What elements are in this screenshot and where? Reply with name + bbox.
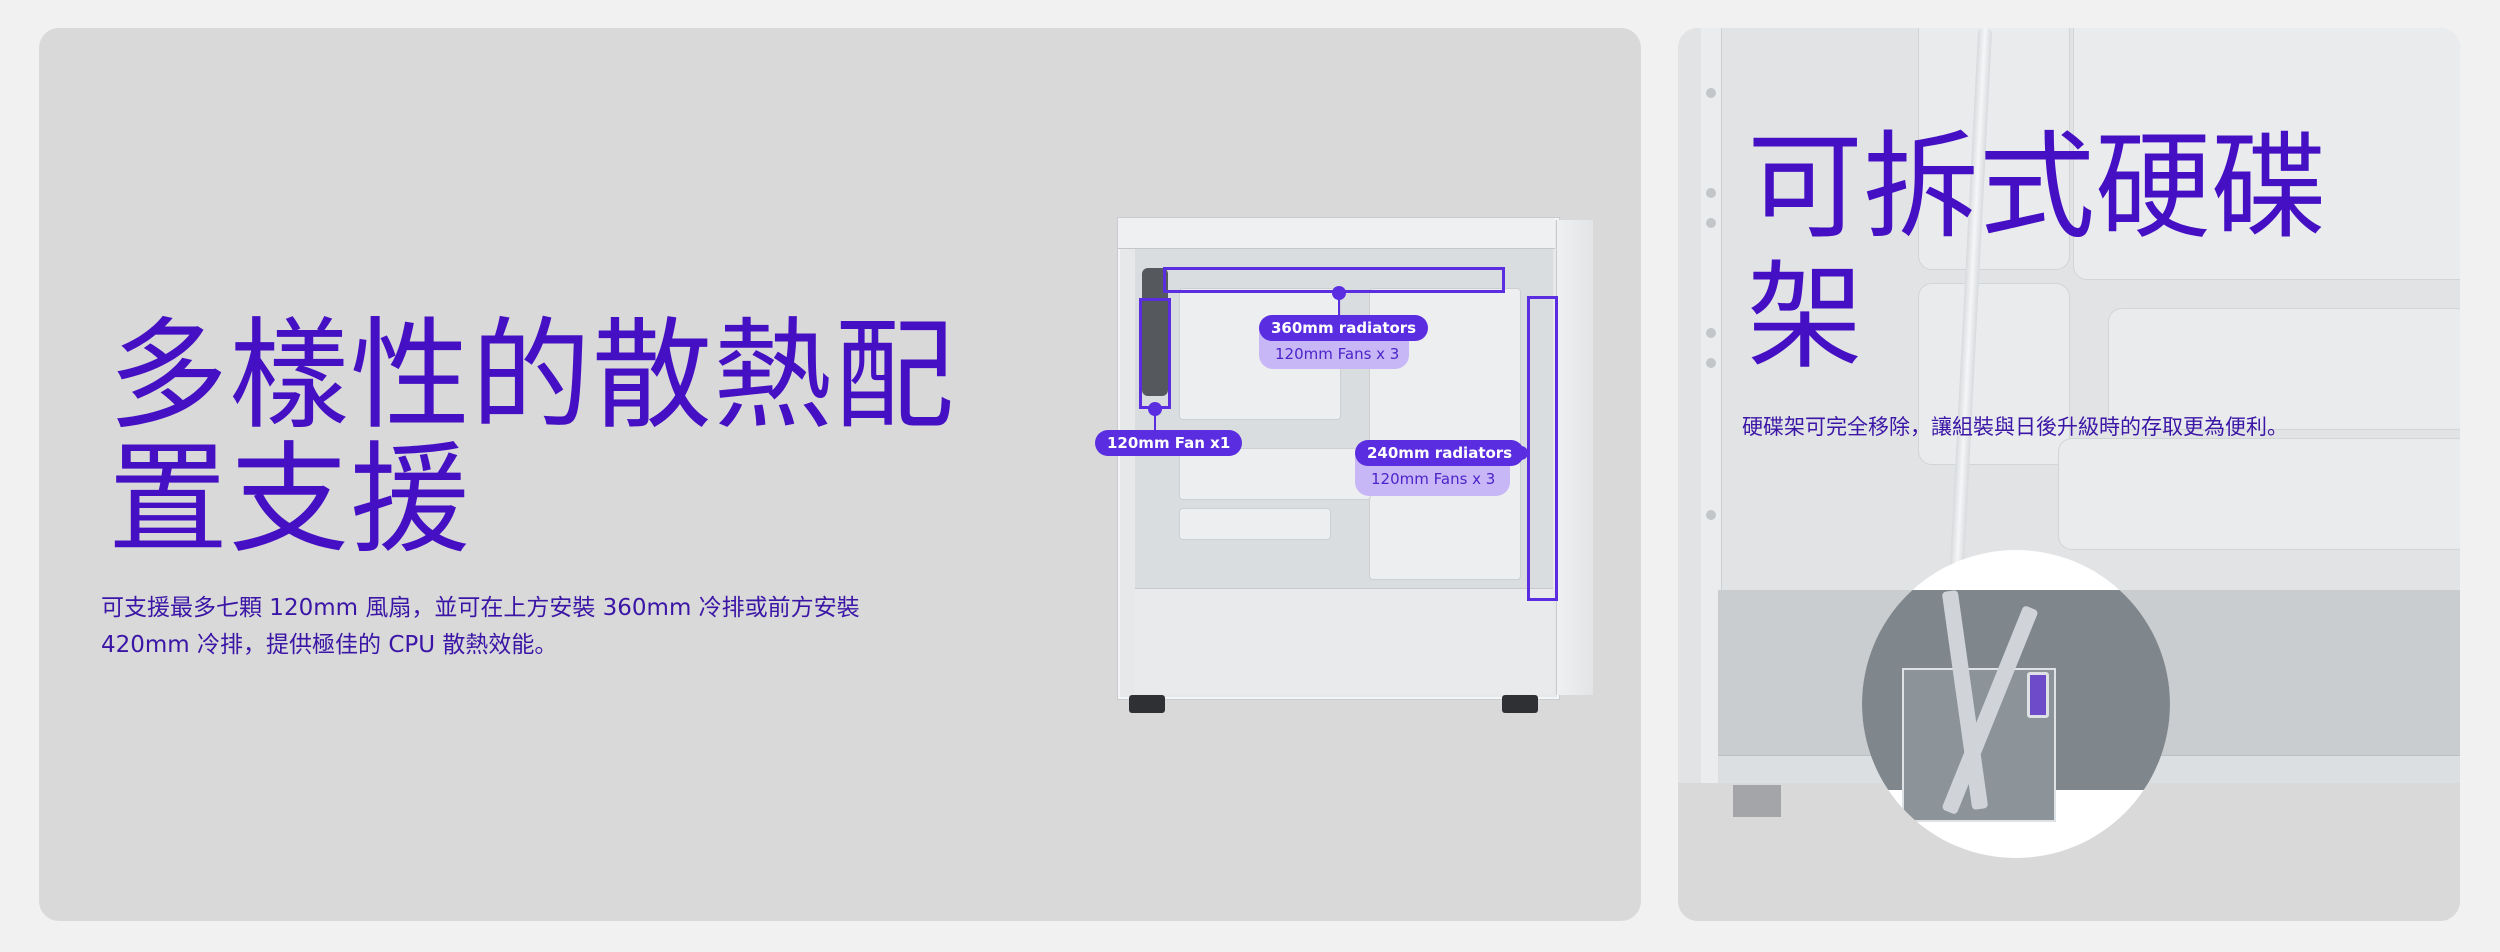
- case-panel-plate: [1918, 28, 2070, 270]
- drive-cage-description: 硬碟架可完全移除，讓組裝與日後升級時的存取更為便利。: [1742, 415, 2288, 439]
- top-radiator-title: 360mm radiators: [1259, 315, 1429, 341]
- cooling-feature-card: 多樣性的散熱配置支援 可支援最多七顆 120mm 風扇，並可在上方安裝 360m…: [39, 28, 1641, 921]
- expansion-area: [1179, 448, 1371, 500]
- psu-shroud: [1135, 588, 1553, 694]
- top-radiator-leader: [1338, 293, 1340, 315]
- rail-hole: [1706, 188, 1716, 198]
- case-foot-left: [1129, 695, 1165, 713]
- case-panel-plate: [2073, 28, 2460, 280]
- front-radiator-card: 240mm radiators 120mm Fans x 3: [1355, 440, 1525, 496]
- rear-fan-leader: [1154, 409, 1156, 431]
- cooling-heading: 多樣性的散熱配置支援: [108, 307, 955, 570]
- connector-icon: [2027, 672, 2049, 718]
- rail-hole: [1706, 510, 1716, 520]
- case-panel-plate: [2108, 308, 2460, 430]
- top-radiator-card: 360mm radiators 120mm Fans x 3: [1259, 315, 1429, 369]
- drive-cage-heading: 可拆式硬碟架: [1747, 120, 2327, 385]
- case-front-panel: [1556, 220, 1593, 695]
- drive-cage-feature-card: 可拆式硬碟架 硬碟架可完全移除，讓組裝與日後升級時的存取更為便利。: [1678, 28, 2460, 921]
- case-panel-plate: [2058, 438, 2460, 550]
- rail-hole: [1706, 328, 1716, 338]
- case-panel-plate: [1918, 283, 2070, 465]
- rear-fan-label: 120mm Fan x1: [1095, 430, 1243, 456]
- rail-hole: [1706, 88, 1716, 98]
- case-rail: [1701, 28, 1722, 788]
- case-top-io: [1118, 218, 1555, 249]
- magnified-interior: [1862, 589, 2170, 822]
- rail-hole: [1706, 218, 1716, 228]
- rear-fan-highlight: [1139, 298, 1171, 409]
- cooling-description: 可支援最多七顆 120mm 風扇，並可在上方安裝 360mm 冷排或前方安裝 4…: [101, 595, 860, 658]
- top-radiator-subtitle: 120mm Fans x 3: [1275, 345, 1400, 363]
- front-radiator-subtitle: 120mm Fans x 3: [1371, 470, 1496, 488]
- case-foot-right: [1502, 695, 1538, 713]
- expansion-area-2: [1179, 508, 1331, 540]
- front-radiator-title: 240mm radiators: [1355, 440, 1525, 466]
- case-foot: [1733, 785, 1781, 817]
- front-radiator-highlight: [1527, 296, 1558, 601]
- drive-cage-magnifier: [1862, 550, 2170, 858]
- rail-hole: [1706, 358, 1716, 368]
